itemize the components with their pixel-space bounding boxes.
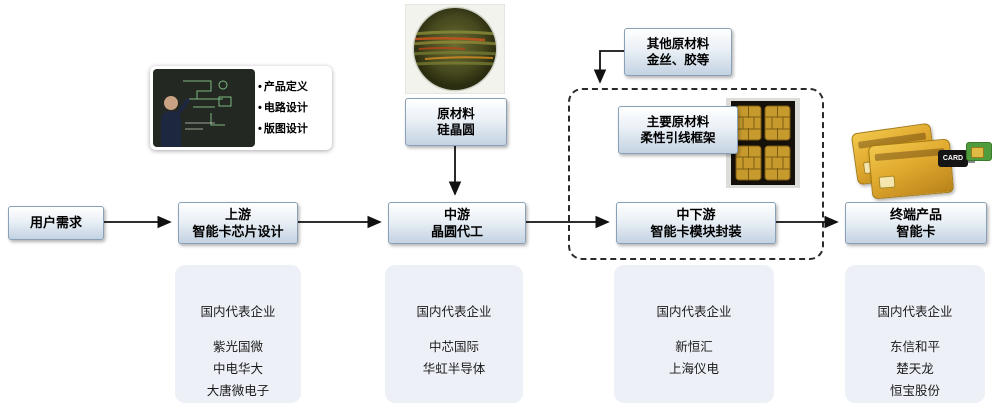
box-raw-material: 原材料 硅晶圆 <box>405 98 507 146</box>
arrow-othermaterials-to-packaging <box>593 50 624 84</box>
company-name: 上海仪电 <box>668 362 719 376</box>
node-upstream: 上游 智能卡芯片设计 <box>178 202 298 244</box>
chip-design-illustration <box>153 69 255 147</box>
node-mid-downstream-subtitle: 智能卡模块封装 <box>650 224 742 239</box>
company-list: 新恒汇 上海仪电 <box>614 336 774 380</box>
design-notes: •产品定义 •电路设计 •版图设计 <box>258 77 308 140</box>
panel-upstream-companies: 国内代表企业 紫光国微 中电华大 大唐微电子 <box>175 265 301 403</box>
box-main-materials: 主要原材料 柔性引线框架 <box>618 106 738 154</box>
company-name: 中芯国际 <box>428 340 479 354</box>
panel-header: 国内代表企业 <box>416 305 492 319</box>
company-name: 新恒汇 <box>675 340 713 354</box>
packaging-group-outline <box>568 88 824 260</box>
box-raw-material-subtitle: 硅晶圆 <box>437 123 475 137</box>
node-midstream: 中游 晶圆代工 <box>388 202 526 244</box>
gold-card-front <box>867 138 955 200</box>
panel-header: 国内代表企业 <box>877 305 953 319</box>
box-main-materials-subtitle: 柔性引线框架 <box>640 131 716 145</box>
design-note-item: •版图设计 <box>258 119 308 140</box>
chip-design-card: •产品定义 •电路设计 •版图设计 <box>150 66 332 150</box>
box-other-materials-title: 其他原材料 <box>646 36 710 51</box>
company-name: 紫光国微 <box>212 340 263 354</box>
silicon-wafer-illustration <box>405 4 505 94</box>
card-reader: CARD <box>938 150 975 167</box>
panel-end-product-companies: 国内代表企业 东信和平 楚天龙 恒宝股份 <box>845 265 985 403</box>
bullet-icon: • <box>258 81 262 93</box>
node-midstream-subtitle: 晶圆代工 <box>430 224 483 239</box>
panel-midstream-companies: 国内代表企业 中芯国际 华虹半导体 <box>385 265 523 403</box>
node-end-product-title: 终端产品 <box>889 206 942 222</box>
node-end-product-subtitle: 智能卡 <box>896 224 936 239</box>
card-reader-label: CARD <box>942 155 964 162</box>
company-list: 中芯国际 华虹半导体 <box>385 336 523 380</box>
company-name: 东信和平 <box>889 340 940 354</box>
company-name: 中电华大 <box>212 362 263 376</box>
company-name: 恒宝股份 <box>889 384 940 398</box>
node-user-demand-label: 用户需求 <box>29 215 82 231</box>
design-note-text: 产品定义 <box>263 81 308 93</box>
smart-card-illustration: CARD <box>850 118 992 200</box>
node-end-product: 终端产品 智能卡 <box>845 202 987 244</box>
node-user-demand: 用户需求 <box>8 206 104 240</box>
box-other-materials-subtitle: 金丝、胶等 <box>646 53 710 67</box>
box-other-materials: 其他原材料 金丝、胶等 <box>624 28 732 76</box>
module-package-illustration <box>726 98 800 188</box>
design-note-item: •产品定义 <box>258 77 308 98</box>
box-main-materials-title: 主要原材料 <box>646 114 710 129</box>
bullet-icon: • <box>258 102 262 114</box>
bullet-icon: • <box>258 123 262 135</box>
card-chip <box>878 175 896 189</box>
sim-card <box>966 142 992 161</box>
node-mid-downstream: 中下游 智能卡模块封装 <box>616 202 776 244</box>
panel-header: 国内代表企业 <box>656 305 732 319</box>
design-note-item: •电路设计 <box>258 98 308 119</box>
node-upstream-subtitle: 智能卡芯片设计 <box>192 224 284 239</box>
sim-contact <box>971 147 984 158</box>
company-list: 东信和平 楚天龙 恒宝股份 <box>845 336 985 402</box>
design-note-text: 电路设计 <box>263 102 308 114</box>
company-name: 华虹半导体 <box>422 362 486 376</box>
company-list: 紫光国微 中电华大 大唐微电子 <box>175 336 301 402</box>
box-raw-material-title: 原材料 <box>437 106 475 121</box>
design-note-text: 版图设计 <box>263 123 308 135</box>
panel-header: 国内代表企业 <box>200 305 276 319</box>
panel-mid-downstream-companies: 国内代表企业 新恒汇 上海仪电 <box>614 265 774 403</box>
node-mid-downstream-title: 中下游 <box>676 206 716 222</box>
node-upstream-title: 上游 <box>224 206 251 222</box>
company-name: 楚天龙 <box>896 362 934 376</box>
card-stripe <box>874 148 946 162</box>
node-midstream-title: 中游 <box>443 206 470 222</box>
company-name: 大唐微电子 <box>206 384 270 398</box>
